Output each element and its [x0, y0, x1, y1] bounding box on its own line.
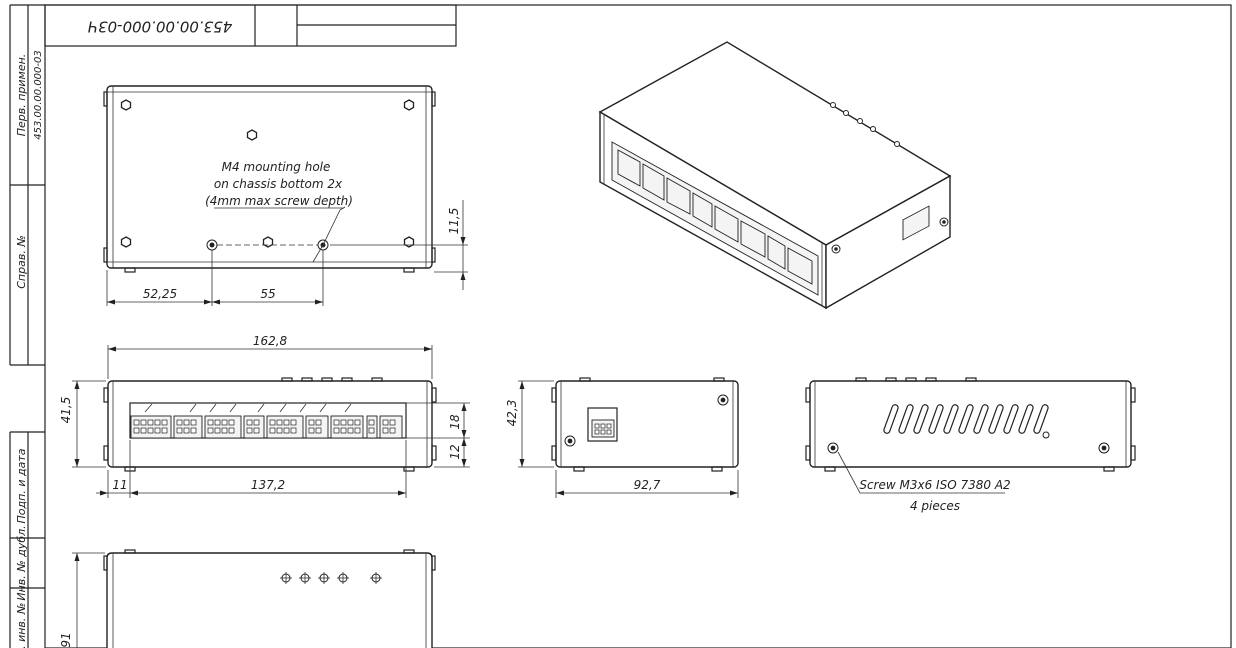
usb-port [587, 407, 618, 442]
sprav-label: Справ. № [15, 235, 28, 289]
dim-overall-width: 162,8 [253, 334, 288, 348]
dim-connector-offset: 12 [448, 444, 462, 459]
hex-nut-center [246, 129, 258, 141]
front-view: 162,8 41,5 18 12 11 137,2 [59, 334, 470, 498]
mounting-note-line3: (4mm max screw depth) [205, 194, 353, 208]
drawing-frame [9, 4, 1232, 648]
rear-view: Screw M3x6 ISO 7380 A2 4 pieces [805, 377, 1136, 513]
dim-left-offset: 11 [112, 478, 127, 492]
title-block-texts: 453.00.00.000-03Ч Перв. примен. 453.00.0… [15, 18, 232, 648]
vent-slots [883, 404, 1050, 439]
hex-nut-top-right [403, 99, 415, 111]
dim-side-height: 42,3 [505, 400, 519, 427]
connector-pins [133, 419, 396, 434]
side-view: 42,3 92,7 [505, 377, 739, 498]
hex-nut-top-left [120, 99, 132, 111]
dim-hole-height: 11,5 [447, 208, 461, 235]
dim-side-depth: 92,7 [634, 478, 661, 492]
hex-nut-bottom-right [403, 236, 415, 248]
hex-nut-bottom-left [120, 236, 132, 248]
mounting-note-line2: on chassis bottom 2x [214, 177, 343, 191]
dim-connector-height: 18 [448, 414, 462, 430]
screw-note-line2: 4 pieces [910, 499, 960, 513]
podp-data-label: Подп. и дата [15, 448, 28, 523]
screw-note-line1: Screw M3x6 ISO 7380 A2 [859, 478, 1010, 492]
dim-bottom-depth: 91 [59, 632, 73, 647]
mounting-note-line1: M4 mounting hole [222, 160, 331, 174]
dim-hole-spacing: 55 [260, 287, 275, 301]
dim-front-height: 41,5 [59, 397, 73, 424]
bottom-view: 91 [59, 549, 436, 648]
dim-connector-width: 137,2 [251, 478, 285, 492]
hex-nut-bottom-mid [262, 236, 274, 248]
led-holes [280, 572, 382, 584]
perv-primen-label: Перв. примен. [15, 54, 28, 137]
drawing-code: 453.00.00.000-03Ч [88, 18, 233, 36]
isometric-view [598, 41, 952, 310]
vzam-inv-label: Взам. инв. № [15, 603, 28, 648]
perv-primen-value: 453.00.00.000-03 [33, 50, 44, 140]
top-view: M4 mounting hole on chassis bottom 2x (4… [103, 85, 468, 306]
inv-dubl-label: Инв. № дубл. [15, 525, 28, 600]
dim-hole-left: 52,25 [143, 287, 177, 301]
